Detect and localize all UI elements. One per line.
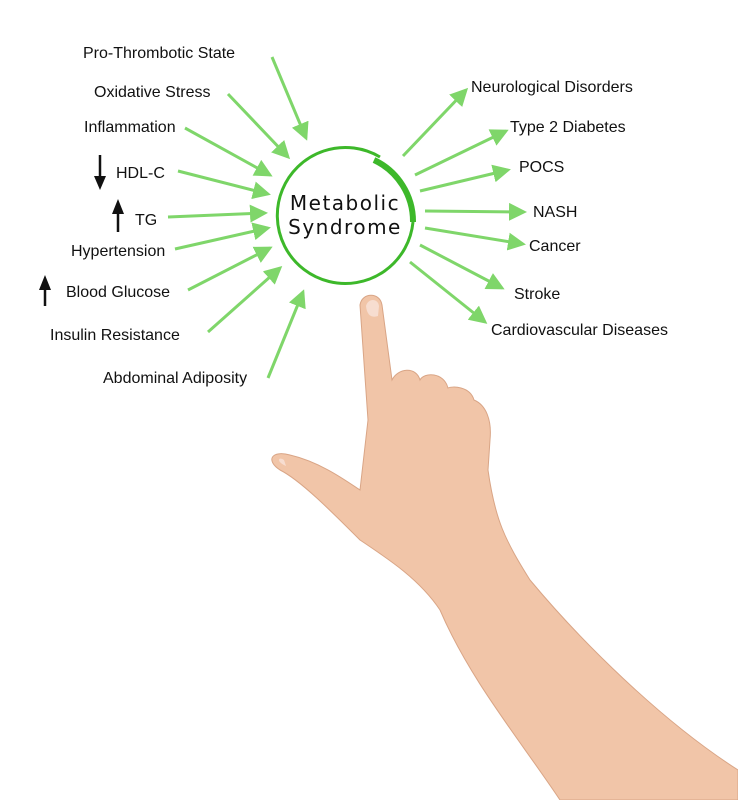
arrow-neurological: [401, 87, 469, 158]
arrow-tg: [167, 204, 268, 223]
center-title-line2: Syndrome: [288, 215, 402, 239]
consequence-label: Cardiovascular Diseases: [491, 322, 668, 339]
arrow-stroke: [419, 243, 505, 290]
consequence-label: POCS: [519, 159, 564, 176]
arrow-inflammation: [184, 126, 273, 177]
cause-label: Insulin Resistance: [50, 327, 180, 344]
center-circle: Metabolic Syndrome: [275, 146, 417, 285]
cause-label: Pro-Thrombotic State: [83, 45, 235, 62]
cause-label: Oxidative Stress: [94, 84, 210, 101]
arrow-nash: [424, 202, 527, 221]
arrow-pro-thrombotic: [270, 56, 309, 141]
center-title-line1: Metabolic: [290, 191, 400, 215]
arrow-cardiovascular: [409, 260, 488, 324]
consequence-label: Cancer: [529, 238, 581, 255]
up-arrow-icon: [112, 199, 124, 232]
consequence-label: Type 2 Diabetes: [510, 119, 626, 136]
arrow-insulin-resistance: [207, 266, 283, 334]
consequence-label: Neurological Disorders: [471, 79, 633, 96]
cause-label: Blood Glucose: [66, 284, 170, 301]
arrow-type2-diabetes: [414, 129, 509, 177]
cause-label: TG: [135, 212, 157, 229]
cause-arrows: [167, 56, 309, 379]
arrow-hypertension: [174, 222, 271, 251]
arrow-cancer: [424, 226, 526, 251]
cause-label: Inflammation: [84, 119, 176, 136]
pointing-hand-image: [271, 294, 738, 800]
up-arrow-icon: [39, 275, 51, 306]
arrow-abdominal-adiposity: [266, 289, 306, 379]
arrow-oxidative-stress: [226, 92, 291, 160]
consequence-arrows: [401, 87, 527, 324]
cause-label: HDL-C: [116, 165, 165, 182]
arrow-hdl-c: [177, 169, 271, 200]
consequence-label: NASH: [533, 204, 577, 221]
arrow-pocs: [419, 164, 511, 193]
cause-label: Hypertension: [71, 243, 165, 260]
arrow-blood-glucose: [187, 246, 273, 292]
down-arrow-icon: [94, 155, 106, 190]
consequence-label: Stroke: [514, 286, 560, 303]
cause-label: Abdominal Adiposity: [103, 370, 247, 387]
